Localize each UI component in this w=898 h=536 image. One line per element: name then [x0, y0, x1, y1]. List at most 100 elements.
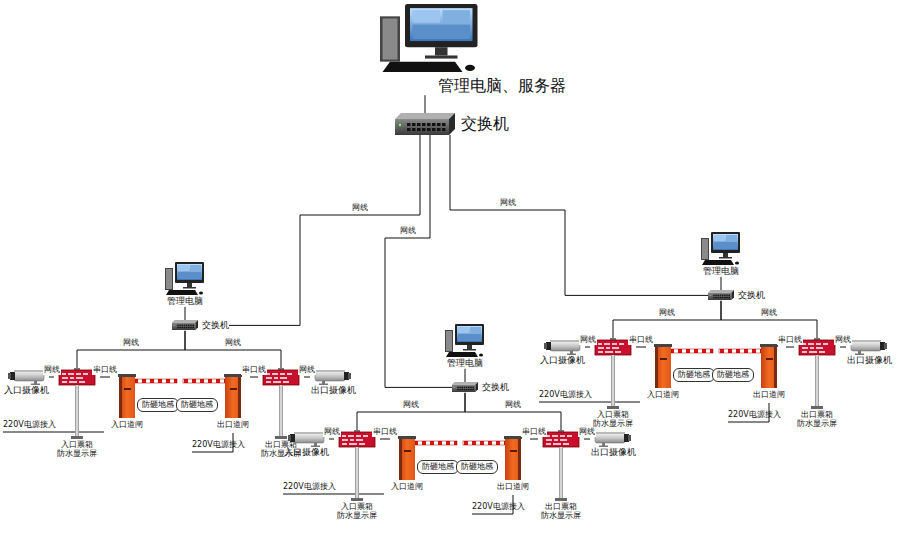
core-switch: 交换机	[395, 113, 509, 135]
graphic-part	[184, 325, 186, 326]
power-wire	[539, 402, 640, 403]
graphic-part	[884, 343, 887, 349]
node-label: 管理电脑	[165, 296, 205, 307]
graphic-part	[183, 379, 225, 383]
graphic-part	[467, 345, 472, 349]
graphic-part	[470, 327, 481, 333]
graphic-part	[179, 327, 181, 328]
management-pc: 管理电脑	[165, 262, 205, 307]
graphic-part	[186, 325, 188, 326]
graphic-part	[594, 432, 631, 447]
graphic-part	[422, 128, 426, 131]
graphic-part	[543, 432, 579, 447]
network-cable	[357, 393, 465, 430]
network-cable	[786, 347, 794, 348]
graphic-part	[294, 432, 325, 434]
graphic-part	[544, 343, 547, 349]
graphic-part	[714, 242, 737, 249]
camera-icon	[849, 339, 889, 355]
node-label: 交换机	[202, 320, 229, 331]
graphic-part	[735, 262, 739, 265]
graphic-part	[186, 327, 188, 328]
camera: 出口摄像机	[846, 339, 892, 366]
graphic-part	[238, 376, 241, 418]
graphic-part	[555, 498, 567, 501]
graphic-part	[728, 295, 730, 296]
graphic-part	[855, 354, 864, 356]
graphic-part	[464, 387, 466, 388]
graphic-part	[761, 346, 777, 388]
graphic-part	[719, 349, 761, 353]
graphic-part	[724, 297, 726, 298]
graphic-part	[190, 327, 192, 328]
power-label: 220V电源接入	[283, 482, 336, 492]
access-switch: 交换机	[172, 320, 229, 331]
graphic-part	[546, 436, 572, 444]
graphic-part	[719, 257, 732, 259]
graphic-part	[702, 260, 734, 265]
cable-label: 网线	[399, 226, 417, 236]
graphic-part	[723, 253, 728, 257]
graphic-part	[850, 340, 887, 355]
graphic-part	[399, 124, 401, 126]
network-cable	[250, 377, 258, 378]
graphic-part	[177, 325, 179, 326]
graphic-part	[760, 344, 778, 347]
display-pole-icon	[590, 338, 636, 410]
node-label: 防砸地感	[717, 370, 749, 380]
graphic-part	[550, 340, 581, 342]
switch-icon	[395, 113, 455, 135]
graphic-part	[184, 327, 186, 328]
graphic-part	[457, 389, 459, 390]
cable-label: 网线	[224, 338, 242, 348]
graphic-part	[279, 385, 283, 437]
barrier-gate: 出口道闸	[496, 434, 530, 492]
graphic-part	[172, 320, 198, 323]
display-pole-icon	[538, 430, 584, 502]
graphic-part	[351, 498, 363, 501]
graphic-part	[314, 370, 345, 372]
cable-label: 网线	[43, 365, 61, 375]
graphic-part	[412, 128, 416, 131]
power-wire	[283, 494, 384, 495]
graphic-part	[294, 433, 324, 443]
graphic-part	[14, 370, 45, 372]
graphic-part	[567, 354, 576, 356]
display-pole-icon	[794, 338, 840, 410]
graphic-part	[192, 327, 194, 328]
cable-label: 网线	[351, 203, 369, 213]
cable-label: 网线	[658, 308, 676, 318]
node-label: 管理电脑、服务器	[438, 76, 566, 95]
cable-label: 串口线	[372, 427, 398, 437]
graphic-part	[472, 389, 474, 390]
graphic-part	[165, 268, 173, 290]
graphic-part	[774, 346, 777, 388]
graphic-part	[199, 292, 203, 295]
graphic-part	[722, 297, 724, 298]
graphic-part	[463, 441, 505, 445]
graphic-part	[449, 113, 455, 135]
cable-label: 网线	[323, 427, 341, 437]
display-pole: 出口票箱 防水显示屏	[258, 368, 304, 458]
graphic-part	[437, 128, 441, 131]
node-label: 出口道闸	[216, 420, 250, 430]
graphic-part	[415, 441, 457, 445]
graphic-part	[518, 438, 521, 480]
barrier-gate-icon	[496, 434, 530, 480]
node-label: 防砸地感	[422, 462, 454, 472]
network-cable	[329, 439, 334, 440]
graphic-part	[731, 290, 734, 300]
sensor-box: 防砸地感	[417, 460, 459, 474]
graphic-part	[275, 436, 287, 439]
node-label: 入口票箱 防水显示屏	[590, 410, 636, 428]
graphic-part	[442, 123, 446, 126]
graphic-part	[445, 330, 453, 352]
power-label: 220V电源接入	[728, 410, 781, 420]
graphic-part	[190, 325, 192, 326]
graphic-part	[713, 234, 738, 250]
sensor-box: 防砸地感	[456, 460, 498, 474]
graphic-part	[314, 370, 351, 385]
node-label: 入口道闸	[390, 482, 424, 492]
graphic-part	[427, 123, 431, 126]
graphic-part	[380, 16, 400, 61]
